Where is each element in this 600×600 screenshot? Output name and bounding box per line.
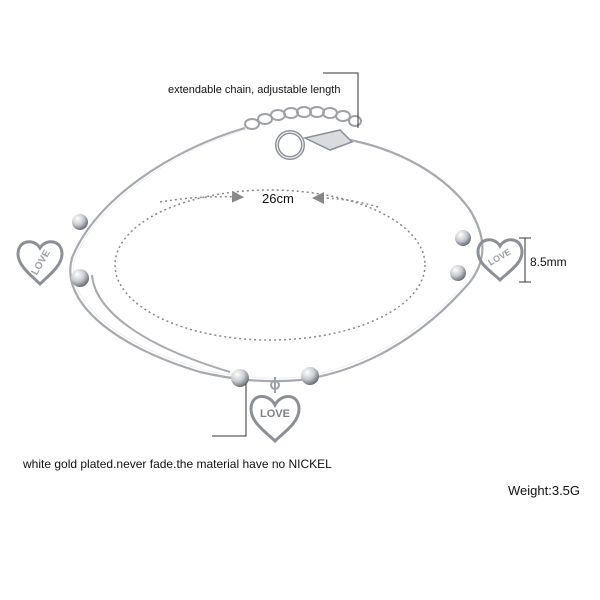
material-label: white gold plated.never fade.the materia… — [23, 457, 332, 471]
heart-pendant-center: LOVE — [249, 377, 301, 444]
length-ellipse — [114, 189, 426, 341]
extender-chain — [244, 106, 362, 130]
bead — [231, 369, 249, 387]
bead — [72, 214, 88, 230]
chain-strand — [69, 126, 484, 383]
bead — [301, 367, 319, 385]
length-arrow-right — [312, 192, 379, 208]
length-arrow-left — [159, 190, 244, 203]
bead — [450, 265, 466, 281]
chain-strand-inner — [91, 274, 231, 373]
heart-pendant-right: LOVE — [476, 238, 524, 283]
pendant-engraving: LOVE — [260, 408, 290, 420]
chain-strand-highlight — [73, 129, 468, 379]
bead — [71, 269, 89, 287]
length-label: 26cm — [262, 191, 294, 206]
pendant-engraving: LOVE — [486, 247, 512, 268]
extender-guide-line — [323, 72, 359, 128]
pendant-engraving: LOVE — [30, 248, 53, 277]
clasp-tab — [302, 129, 354, 151]
extendable-chain-label: extendable chain, adjustable length — [168, 84, 341, 96]
size-guide-bracket — [519, 237, 531, 283]
pendant-size-label: 8.5mm — [530, 255, 567, 269]
material-guide-line — [212, 384, 247, 437]
heart-pendant-left: LOVE — [16, 240, 64, 287]
weight-label: Weight:3.5G — [508, 483, 581, 498]
bead — [455, 230, 471, 246]
